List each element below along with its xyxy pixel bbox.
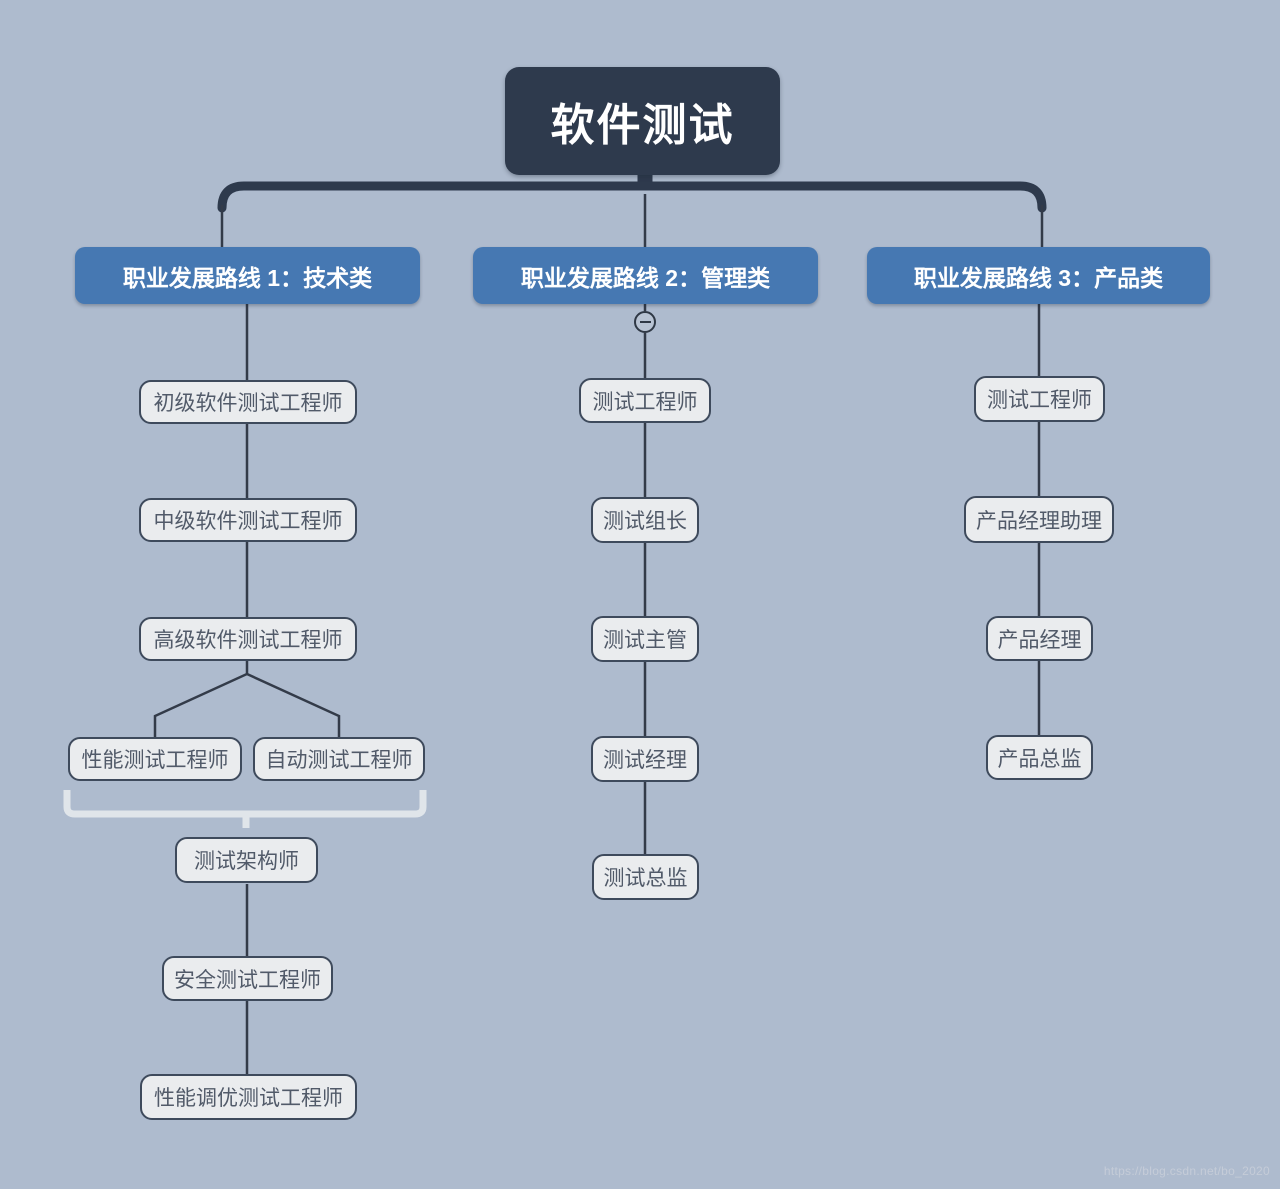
node-junior-sw-test-engineer[interactable]: 初级软件测试工程师 <box>139 380 357 424</box>
minus-bar <box>639 321 651 323</box>
node-test-architect[interactable]: 测试架构师 <box>175 837 318 883</box>
branch-header-product[interactable]: 职业发展路线 3：产品类 <box>867 247 1210 304</box>
collapse-minus-icon[interactable] <box>634 311 656 333</box>
node-security-test-engineer[interactable]: 安全测试工程师 <box>162 956 333 1001</box>
branch-header-technical[interactable]: 职业发展路线 1：技术类 <box>75 247 420 304</box>
node-test-team-leader[interactable]: 测试组长 <box>591 497 699 543</box>
node-performance-tuning-test-engineer[interactable]: 性能调优测试工程师 <box>140 1074 357 1120</box>
node-performance-test-engineer[interactable]: 性能测试工程师 <box>68 737 242 781</box>
node-test-manager[interactable]: 测试经理 <box>591 736 699 782</box>
node-senior-sw-test-engineer[interactable]: 高级软件测试工程师 <box>139 617 357 661</box>
b1-split-right <box>246 672 341 737</box>
top-bar-line <box>217 181 1047 213</box>
node-product-manager-assistant[interactable]: 产品经理助理 <box>964 496 1114 543</box>
branch-header-management[interactable]: 职业发展路线 2：管理类 <box>473 247 818 304</box>
node-test-engineer-product[interactable]: 测试工程师 <box>974 376 1105 422</box>
node-test-supervisor[interactable]: 测试主管 <box>591 616 699 662</box>
node-mid-sw-test-engineer[interactable]: 中级软件测试工程师 <box>139 498 357 542</box>
node-test-director[interactable]: 测试总监 <box>592 854 699 900</box>
b1-summary-bracket <box>63 790 427 818</box>
node-product-manager[interactable]: 产品经理 <box>986 616 1093 661</box>
node-test-engineer[interactable]: 测试工程师 <box>579 378 711 423</box>
watermark-url: https://blog.csdn.net/bo_2020 <box>1103 1164 1270 1178</box>
root-node[interactable]: 软件测试 <box>505 67 780 175</box>
b1-split-left <box>153 661 249 737</box>
node-product-director[interactable]: 产品总监 <box>986 735 1093 780</box>
node-automation-test-engineer[interactable]: 自动测试工程师 <box>253 737 425 781</box>
